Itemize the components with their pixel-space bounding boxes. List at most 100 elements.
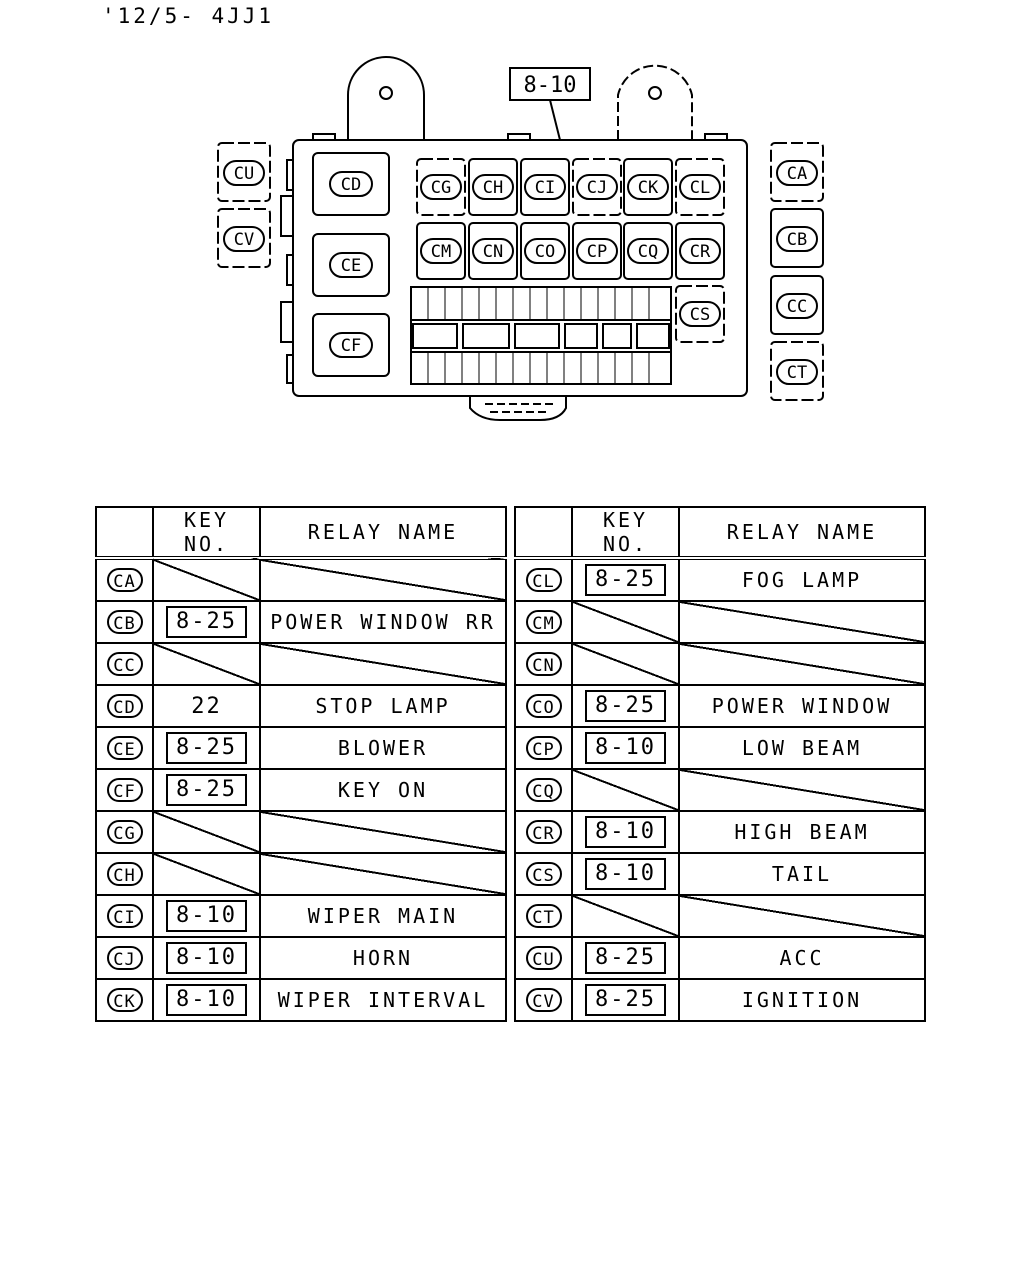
relay-label-ce: CE — [341, 256, 361, 276]
table-row: CV 8-25 IGNITION — [514, 978, 926, 1022]
header-id-cell — [514, 506, 573, 560]
relay-name-cell: WIPER MAIN — [259, 894, 507, 938]
key-no-value: 8-25 — [585, 690, 666, 722]
key-no-cell: 8-10 — [152, 936, 261, 980]
key-no-cell — [152, 810, 261, 854]
key-no-value: 8-10 — [166, 984, 247, 1016]
relay-id-badge: CF — [106, 778, 143, 802]
key-no-cell — [571, 894, 680, 938]
key-no-value: 8-10 — [585, 732, 666, 764]
relay-label-cu: CU — [234, 164, 254, 184]
relay-id-badge: CV — [525, 988, 562, 1012]
relay-id-badge: CD — [106, 694, 143, 718]
relay-id-cell: CG — [95, 810, 154, 854]
relay-id-badge: CC — [106, 652, 143, 676]
table-row: CN — [514, 642, 926, 686]
relay-label-cs: CS — [690, 305, 710, 325]
relay-name-cell — [259, 810, 507, 854]
relay-label-ci: CI — [535, 178, 555, 198]
diagram-code-label: '12/5- 4JJ1 — [102, 4, 275, 28]
relay-id-badge: CQ — [525, 778, 562, 802]
relay-label-cc: CC — [787, 297, 807, 317]
key-no-cell: 8-10 — [152, 978, 261, 1022]
header-relay-name: RELAY NAME — [678, 506, 926, 560]
relay-name-cell: HORN — [259, 936, 507, 980]
key-no-value: 8-10 — [585, 858, 666, 890]
relay-id-cell: CK — [95, 978, 154, 1022]
relay-id-cell: CH — [95, 852, 154, 896]
relay-id-badge: CA — [106, 568, 143, 592]
relay-name-cell: POWER WINDOW RR — [259, 600, 507, 644]
relay-name-cell: STOP LAMP — [259, 684, 507, 728]
relay-label-ct: CT — [787, 363, 807, 383]
key-no-cell: 8-10 — [571, 810, 680, 854]
key-no-cell: 8-25 — [152, 768, 261, 812]
relay-id-badge: CN — [525, 652, 562, 676]
table-row: CM — [514, 600, 926, 644]
relay-name-cell: POWER WINDOW — [678, 684, 926, 728]
relay-id-cell: CS — [514, 852, 573, 896]
key-no-value: 8-25 — [166, 732, 247, 764]
relay-name-cell — [259, 557, 507, 602]
relay-id-badge: CB — [106, 610, 143, 634]
relay-id-badge: CI — [106, 904, 143, 928]
key-no-value: 8-25 — [585, 984, 666, 1016]
relay-id-cell: CJ — [95, 936, 154, 980]
relay-id-cell: CA — [95, 557, 154, 602]
relay-label-ck: CK — [638, 178, 659, 198]
relay-id-cell: CQ — [514, 768, 573, 812]
relay-id-badge: CT — [525, 904, 562, 928]
relay-name-cell: IGNITION — [678, 978, 926, 1022]
table-header-row: KEY NO. RELAY NAME — [95, 506, 507, 560]
relay-id-cell: CP — [514, 726, 573, 770]
relay-box-diagram: 8-10 CU CV CA CB CC CT CD CE CF CG CH CI… — [217, 56, 824, 421]
relay-label-ca: CA — [787, 164, 807, 184]
relay-id-badge: CK — [106, 988, 143, 1012]
relay-name-cell: HIGH BEAM — [678, 810, 926, 854]
relay-id-cell: CL — [514, 557, 573, 602]
relay-name-cell: LOW BEAM — [678, 726, 926, 770]
key-no-value: 8-10 — [166, 942, 247, 974]
relay-id-cell: CV — [514, 978, 573, 1022]
table-row: CH — [95, 852, 507, 896]
relay-id-cell: CB — [95, 600, 154, 644]
header-key-no: KEY NO. — [152, 506, 261, 560]
relay-id-cell: CO — [514, 684, 573, 728]
relay-id-badge: CP — [525, 736, 562, 760]
key-no-value: 8-25 — [166, 774, 247, 806]
table-row: CI 8-10 WIPER MAIN — [95, 894, 507, 938]
key-no-cell: 8-25 — [152, 600, 261, 644]
key-no-cell — [571, 600, 680, 644]
key-no-value: 8-10 — [166, 900, 247, 932]
relay-label-cq: CQ — [638, 242, 658, 262]
key-no-cell: 8-25 — [571, 684, 680, 728]
relay-id-badge: CH — [106, 862, 143, 886]
relay-name-cell — [678, 600, 926, 644]
relay-label-cj: CJ — [587, 178, 607, 198]
relay-name-cell: WIPER INTERVAL — [259, 978, 507, 1022]
relay-label-cd: CD — [341, 175, 361, 195]
relay-id-cell: CN — [514, 642, 573, 686]
relay-label-cf: CF — [341, 336, 361, 356]
key-no-cell: 8-25 — [571, 978, 680, 1022]
table-row: CK 8-10 WIPER INTERVAL — [95, 978, 507, 1022]
relay-id-cell: CF — [95, 768, 154, 812]
table-row: CP 8-10 LOW BEAM — [514, 726, 926, 770]
relay-id-cell: CD — [95, 684, 154, 728]
relay-name-cell — [678, 894, 926, 938]
key-no-cell — [571, 768, 680, 812]
relay-label-cl: CL — [690, 178, 710, 198]
header-key-no: KEY NO. — [571, 506, 680, 560]
relay-label-cr: CR — [690, 242, 711, 262]
key-no-value: 8-25 — [585, 942, 666, 974]
relay-id-badge: CE — [106, 736, 143, 760]
relay-name-cell — [259, 852, 507, 896]
relay-id-badge: CO — [525, 694, 562, 718]
